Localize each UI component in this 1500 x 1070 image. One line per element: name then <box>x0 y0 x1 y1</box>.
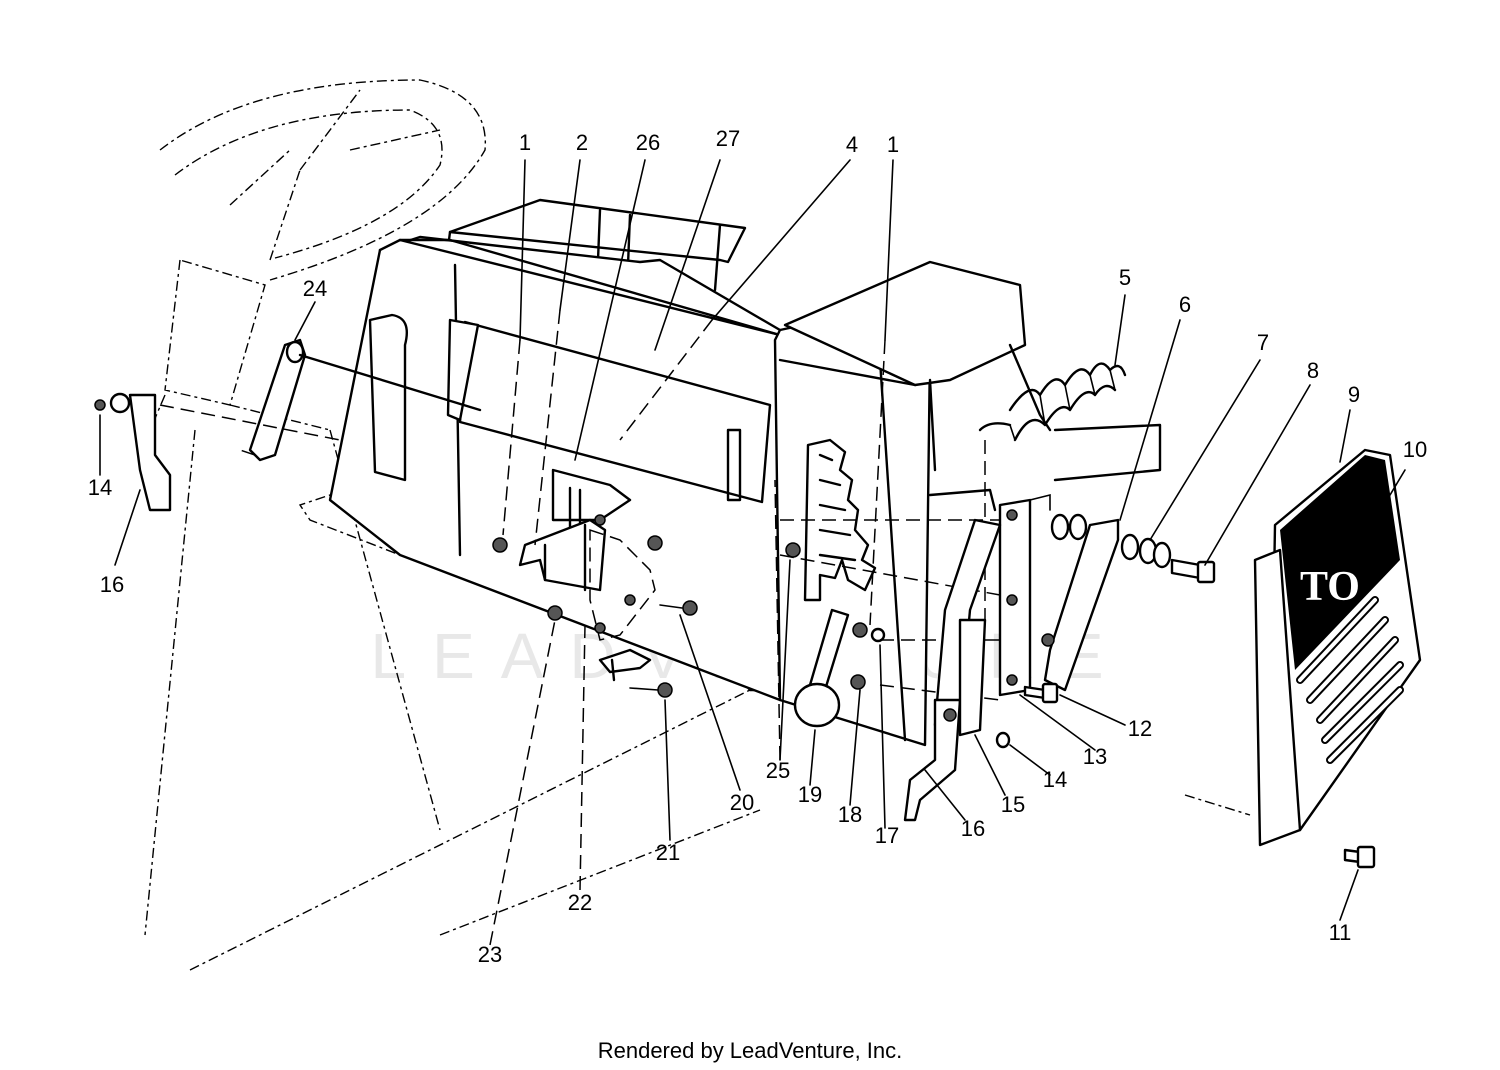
callout-7: 7 <box>1257 330 1269 355</box>
callout-22: 22 <box>568 890 592 915</box>
callout-20: 20 <box>730 790 754 815</box>
callout-10: 10 <box>1403 437 1427 462</box>
callout-labels: 1 2 26 27 4 1 5 6 7 8 9 10 24 14 16 12 1… <box>88 126 1427 967</box>
shift-lever-19 <box>793 608 850 728</box>
washers <box>1050 513 1172 569</box>
spring-5 <box>978 362 1127 442</box>
callout-14b: 14 <box>1043 767 1067 792</box>
callout-15: 15 <box>1001 792 1025 817</box>
seat-block <box>928 423 1162 512</box>
callout-23: 23 <box>478 942 502 967</box>
arm-15 <box>958 618 987 737</box>
callout-27: 27 <box>716 126 740 151</box>
callout-1a: 1 <box>519 130 531 155</box>
cover-9: TO <box>1253 448 1422 847</box>
callout-11: 11 <box>1329 920 1352 945</box>
callout-14a: 14 <box>88 475 112 500</box>
bolt-11 <box>1343 845 1376 869</box>
bracket-13 <box>998 493 1051 697</box>
bolt-8 <box>1170 558 1216 584</box>
callout-6: 6 <box>1179 292 1191 317</box>
callout-16b: 16 <box>961 816 985 841</box>
callout-21: 21 <box>656 840 680 865</box>
lever-24 <box>239 338 482 462</box>
bracket-2 <box>518 518 607 592</box>
callout-19: 19 <box>798 782 822 807</box>
callout-24: 24 <box>303 276 327 301</box>
arm-6 <box>1041 518 1120 692</box>
bolt-12 <box>1023 682 1059 704</box>
callout-13: 13 <box>1083 744 1107 769</box>
callout-12: 12 <box>1128 716 1152 741</box>
callout-16a: 16 <box>100 572 124 597</box>
leader-lines <box>99 159 1406 946</box>
dash-panel <box>328 198 1052 747</box>
callout-9: 9 <box>1348 382 1360 407</box>
callout-18: 18 <box>838 802 862 827</box>
callout-8: 8 <box>1307 358 1319 383</box>
link-16-left <box>94 392 341 512</box>
callout-4: 4 <box>846 132 858 157</box>
callout-2: 2 <box>576 130 588 155</box>
callout-25: 25 <box>766 758 790 783</box>
fasteners-left <box>492 514 698 698</box>
callout-17: 17 <box>875 823 899 848</box>
callout-5: 5 <box>1119 265 1131 290</box>
callout-26: 26 <box>636 130 660 155</box>
footer-credit: Rendered by LeadVenture, Inc. <box>598 1038 903 1063</box>
washer-14-right <box>995 731 1011 749</box>
cover-plate-text: TO <box>1300 564 1360 610</box>
hood-phantom <box>189 489 1251 971</box>
callout-1b: 1 <box>887 132 899 157</box>
lever-21 <box>598 648 652 682</box>
bracket-26 <box>551 468 632 532</box>
